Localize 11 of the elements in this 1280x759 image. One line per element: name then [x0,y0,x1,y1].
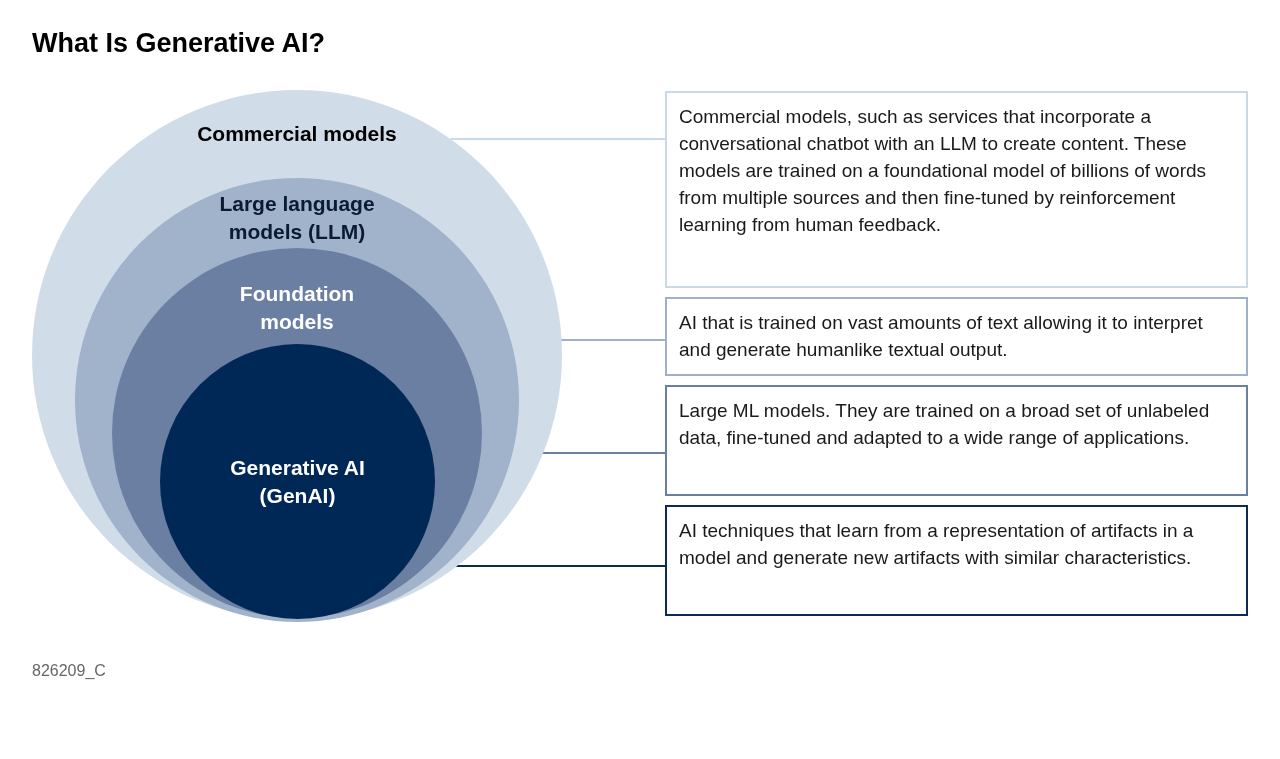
leader-line [449,138,666,140]
description-box: Commercial models, such as services that incorporate a conversational chatbot with an LLM to create content. These models are trained on a foundational model of billions of words from multiple sources and then fine-tuned by reinforcement learning from human feedback. [665,91,1248,288]
title: What Is Generative AI? [32,28,326,59]
figure-id: 826209_C [32,662,106,680]
circle-label: Generative AI (GenAI) [229,455,366,509]
description-box: AI techniques that learn from a representation of artifacts in a model and generate new artifacts with similar characteristics. [665,505,1248,616]
circle-label: Foundation models [238,281,356,335]
circle-label: Commercial models [196,121,398,147]
circle-label: Large language models (LLM) [218,191,376,245]
description-box: AI that is trained on vast amounts of text allowing it to interpret and generate humanlike textual output. [665,297,1248,376]
description-box: Large ML models. They are trained on a broad set of unlabeled data, fine-tuned and adapted to a wide range of applications. [665,385,1248,496]
